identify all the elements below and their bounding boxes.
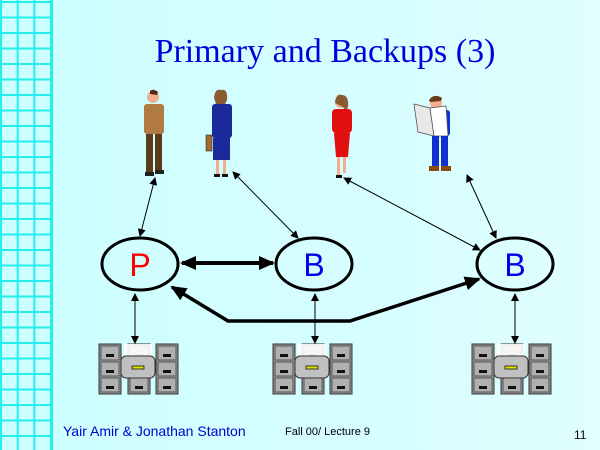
slide-title: Primary and Backups (3)	[154, 33, 496, 70]
client-link-backup1	[232, 171, 299, 239]
client-man-newspaper-icon	[413, 95, 451, 171]
footer-authors: Yair Amir & Jonathan Stanton	[63, 423, 246, 439]
client-woman-blue-suit-icon	[205, 89, 232, 177]
client-link-backup2-b	[466, 174, 497, 239]
client-woman-red-dress-icon	[332, 94, 352, 178]
storage-backup-2-icon	[471, 343, 552, 395]
node-backup-1: B	[274, 236, 354, 292]
node-primary-label: P	[129, 247, 150, 283]
node-backup-2: B	[475, 236, 555, 292]
link-primary-backup2	[170, 276, 481, 323]
page-number: 11	[574, 428, 587, 442]
storage-primary-icon	[98, 343, 179, 395]
client-link-backup2-a	[343, 177, 481, 251]
slide-grid-decoration	[0, 0, 53, 450]
client-link-primary	[137, 177, 158, 237]
node-backup-1-label: B	[303, 247, 324, 283]
storage-backup-1-icon	[272, 343, 353, 395]
node-backup-2-label: B	[504, 247, 525, 283]
node-primary: P	[100, 236, 180, 292]
client-man-brown-suit-icon	[144, 89, 164, 176]
footer-lecture: Fall 00/ Lecture 9	[285, 426, 370, 438]
